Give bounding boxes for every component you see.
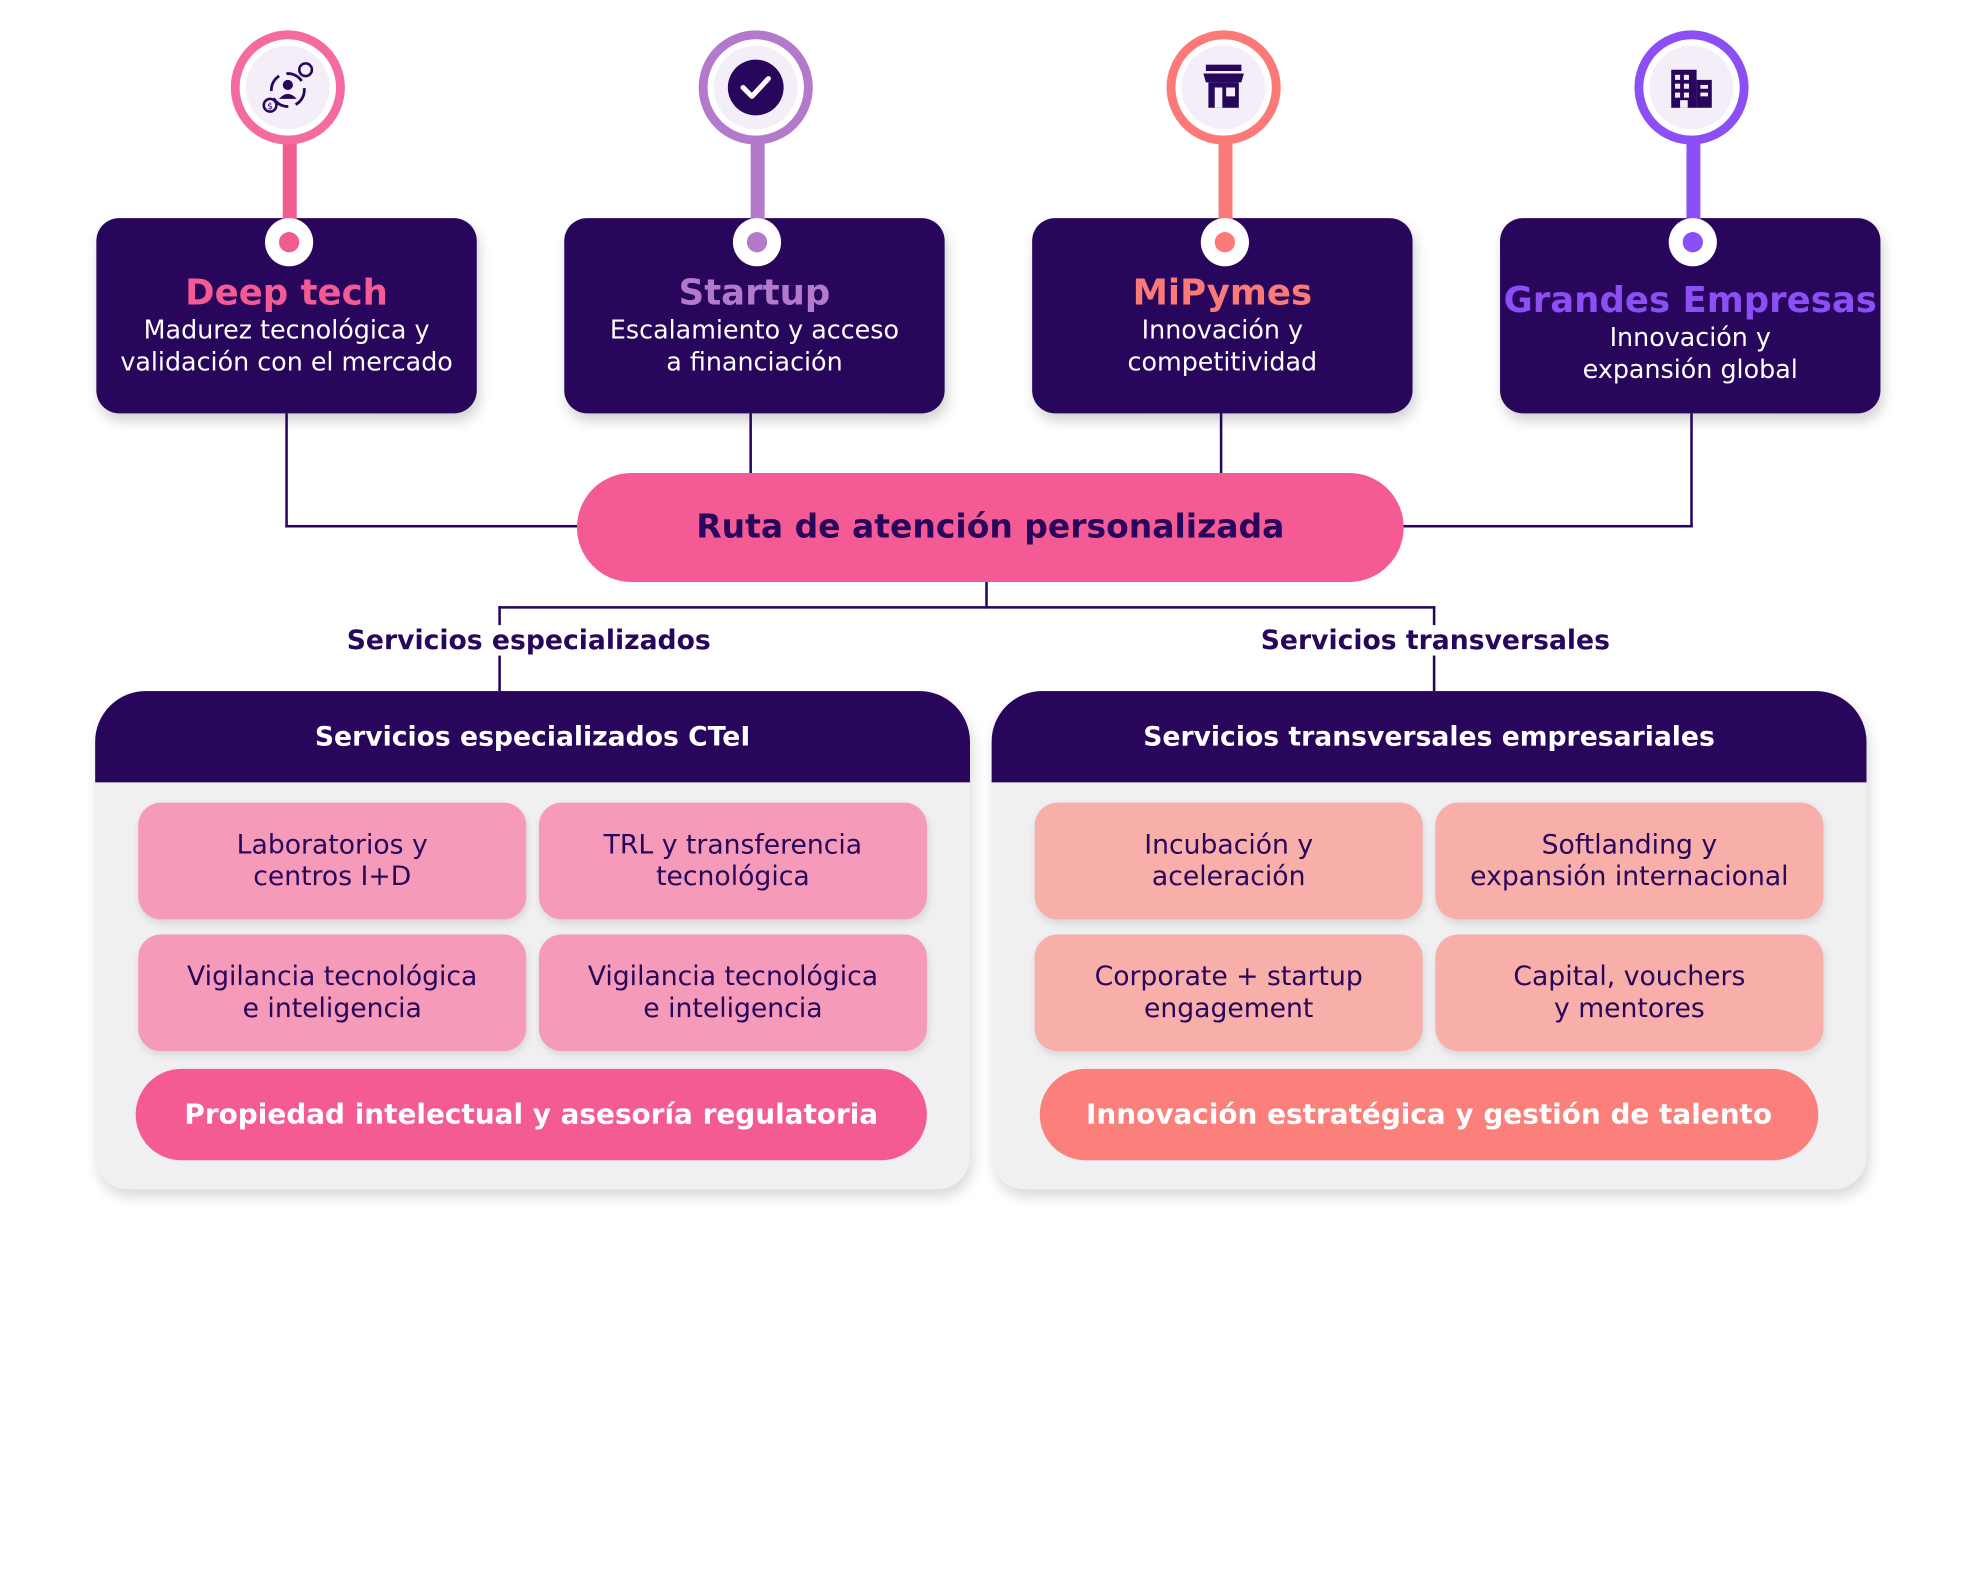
hub-pill: Ruta de atención personalizada xyxy=(576,472,1404,583)
tile-line: e inteligencia xyxy=(643,992,823,1024)
segment-description-line: Escalamiento y acceso xyxy=(609,314,899,345)
segment-description-line: a financiación xyxy=(666,346,843,377)
pin-dot xyxy=(265,218,314,267)
segment-card-mipymes: MiPymes Innovación y competitividad xyxy=(1032,218,1413,414)
connector-line xyxy=(749,413,752,477)
segment-description-line: competitividad xyxy=(1127,346,1318,377)
innovation-cycle-icon: $ xyxy=(262,62,314,113)
segment-description-line: Innovación y xyxy=(1609,322,1771,353)
pin-head-deep-tech: $ xyxy=(230,30,345,145)
service-pill: Propiedad intelectual y asesoría regulat… xyxy=(135,1068,927,1161)
svg-text:$: $ xyxy=(267,102,273,112)
panel-title: Servicios transversales empresariales xyxy=(991,691,1867,783)
pin-stem xyxy=(750,136,765,226)
tile-line: TRL y transferencia xyxy=(603,829,863,860)
segment-description-line: Madurez tecnológica y xyxy=(143,314,430,345)
tile-line: y mentores xyxy=(1553,992,1705,1024)
segment-description: Madurez tecnológica y validación con el … xyxy=(96,314,476,377)
tile-line: Corporate + startup xyxy=(1094,961,1363,992)
branch-label-left: Servicios especializados xyxy=(342,625,716,656)
tile-line: Softlanding y xyxy=(1541,829,1718,860)
segment-description: Innovación y competitividad xyxy=(1032,314,1412,377)
pin-dot xyxy=(1200,218,1249,267)
connector-line xyxy=(498,606,1436,609)
panel-title: Servicios especializados CTeI xyxy=(95,691,971,783)
segment-title: MiPymes xyxy=(1132,271,1313,314)
panel-transversal-services: Servicios transversales empresariales In… xyxy=(991,691,1867,1190)
tile-line: engagement xyxy=(1143,992,1314,1024)
pin-head-mipymes xyxy=(1166,30,1281,145)
pin-stem xyxy=(282,136,297,226)
tile-line: expansión internacional xyxy=(1470,860,1789,892)
tile-line: e inteligencia xyxy=(242,992,422,1024)
tile-line: aceleración xyxy=(1151,860,1306,892)
segment-card-deep-tech: Deep tech Madurez tecnológica y validaci… xyxy=(96,218,477,414)
segment-description-line: validación con el mercado xyxy=(120,346,453,377)
pin-head-grandes-empresas xyxy=(1634,30,1749,145)
tile-line: centros I+D xyxy=(253,860,412,892)
panel-specialized-services: Servicios especializados CTeI Laboratori… xyxy=(95,691,971,1190)
segment-title: Grandes Empresas xyxy=(1503,278,1877,321)
pin-stem xyxy=(1218,136,1233,226)
tile-line: Incubación y xyxy=(1144,829,1314,860)
connector-line xyxy=(985,582,988,609)
segment-description: Escalamiento y acceso a financiación xyxy=(564,314,944,377)
checkmark-icon xyxy=(727,59,784,116)
segment-title: Deep tech xyxy=(185,271,388,314)
segment-description-line: Innovación y xyxy=(1141,314,1304,345)
storefront-icon xyxy=(1203,64,1244,108)
tile-line: tecnológica xyxy=(656,860,810,892)
pin-stem xyxy=(1686,136,1701,226)
tile-line: Capital, vouchers xyxy=(1513,961,1746,992)
segment-title: Startup xyxy=(678,271,831,314)
connector-line xyxy=(1219,413,1223,477)
pin-dot xyxy=(1668,218,1717,267)
pin-dot xyxy=(732,218,782,267)
tile-line: Vigilancia tecnológica xyxy=(587,961,879,992)
connector-line xyxy=(1690,413,1693,528)
pin-head-startup xyxy=(698,30,813,145)
connector-line xyxy=(285,413,288,528)
office-buildings-icon xyxy=(1671,69,1712,108)
connector-line xyxy=(1388,524,1693,528)
connector-line xyxy=(285,524,590,528)
branch-label-right: Servicios transversales xyxy=(1255,625,1616,656)
service-pill: Innovación estratégica y gestión de tale… xyxy=(1039,1068,1819,1161)
segment-description: Innovación y expansión global xyxy=(1500,322,1880,385)
segment-description-line: expansión global xyxy=(1582,353,1798,385)
tile-line: Laboratorios y xyxy=(236,829,428,860)
tile-line: Vigilancia tecnológica xyxy=(187,961,478,992)
